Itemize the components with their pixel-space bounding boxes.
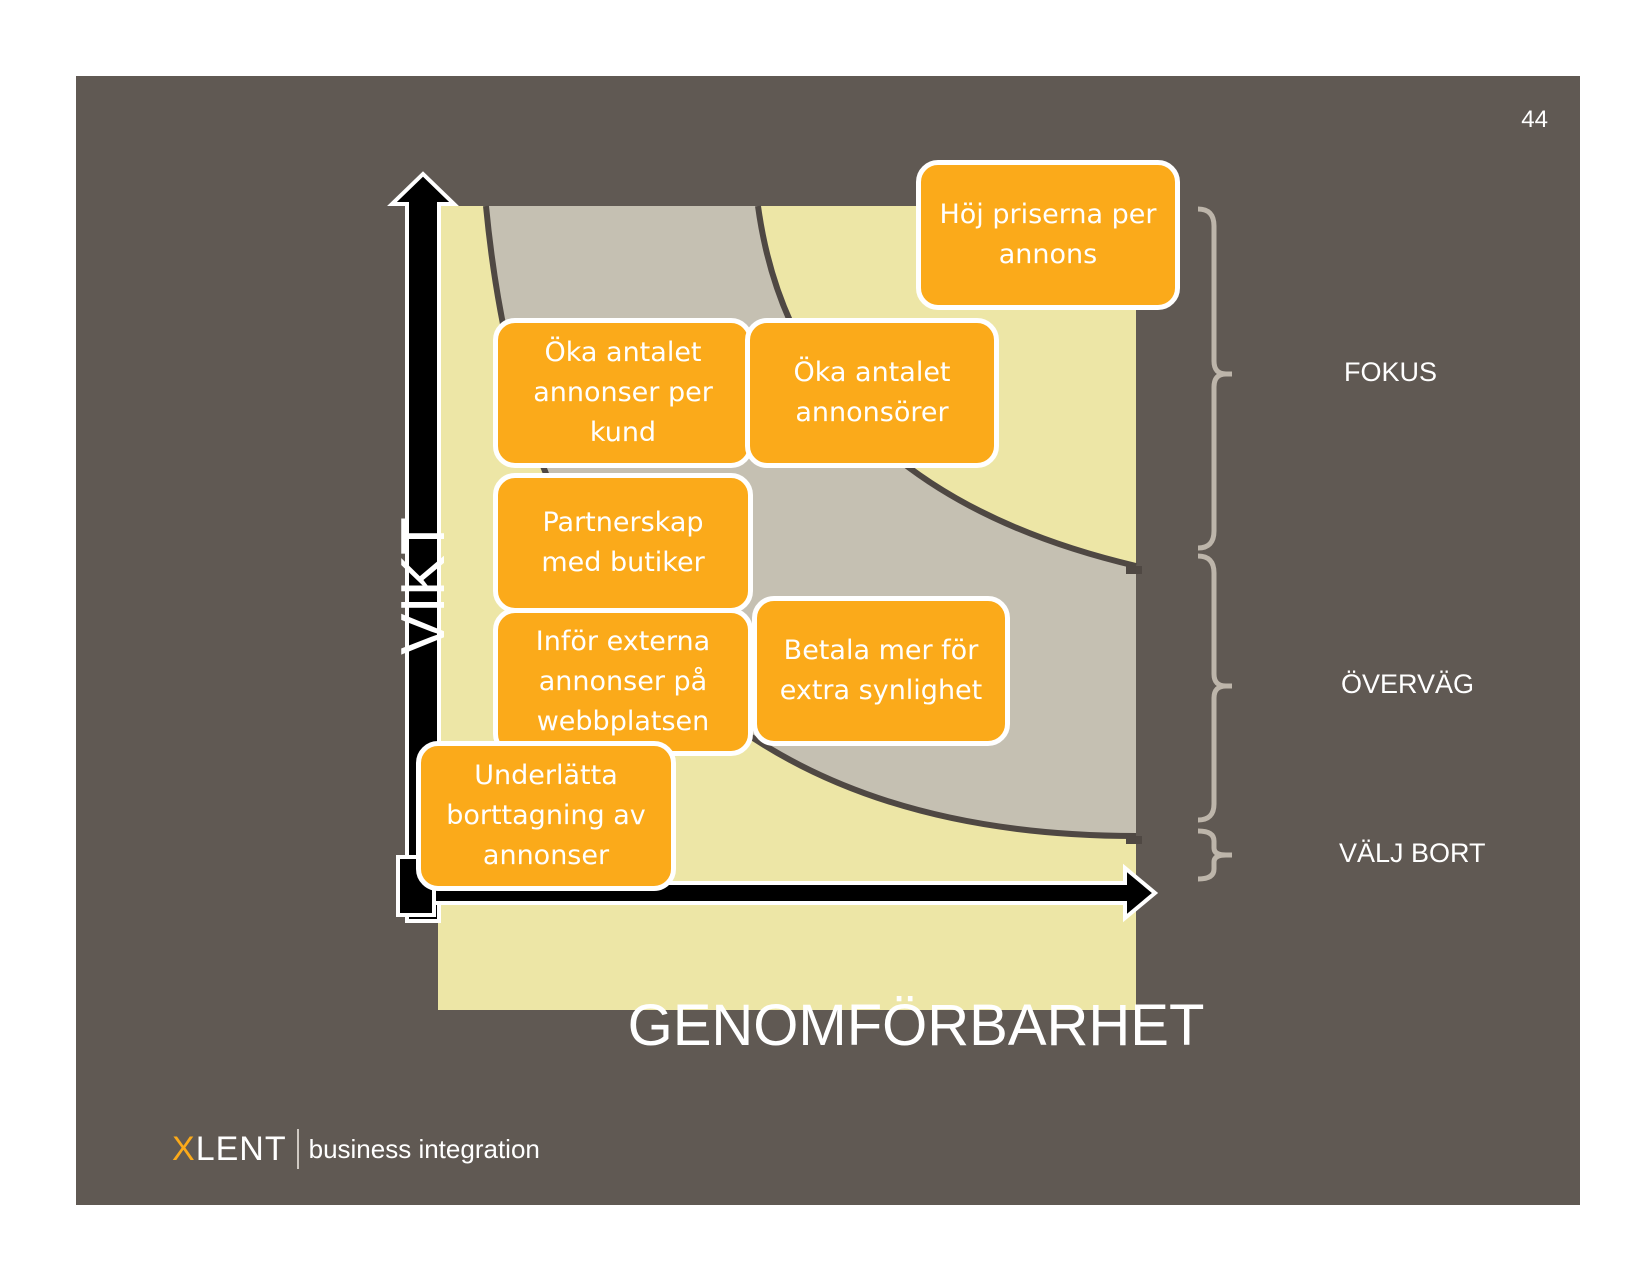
logo-tagline: business integration xyxy=(308,1133,540,1164)
logo-divider xyxy=(296,1129,299,1169)
zone-label-valj-bort: VÄLJ BORT xyxy=(1339,838,1486,868)
zone-label-fokus: FOKUS xyxy=(1344,357,1438,387)
bracket-overvag xyxy=(1197,553,1232,823)
y-axis-label: VIKT xyxy=(389,517,458,655)
zone-label-overvag: ÖVERVÄG xyxy=(1341,669,1475,699)
x-axis-label: GENOMFÖRBARHET xyxy=(627,993,1205,1058)
logo-wordmark: XLENT xyxy=(172,1129,287,1168)
bracket-fokus xyxy=(1197,206,1232,551)
xlent-logo: XLENT business integration xyxy=(172,1124,540,1174)
bracket-valj-bort xyxy=(1197,828,1232,882)
page-number: 44 xyxy=(1521,106,1548,133)
slide: 44 VIKT GENOMFÖRBARHET FOKUS ÖVERVÄG VÄL… xyxy=(76,76,1580,1205)
